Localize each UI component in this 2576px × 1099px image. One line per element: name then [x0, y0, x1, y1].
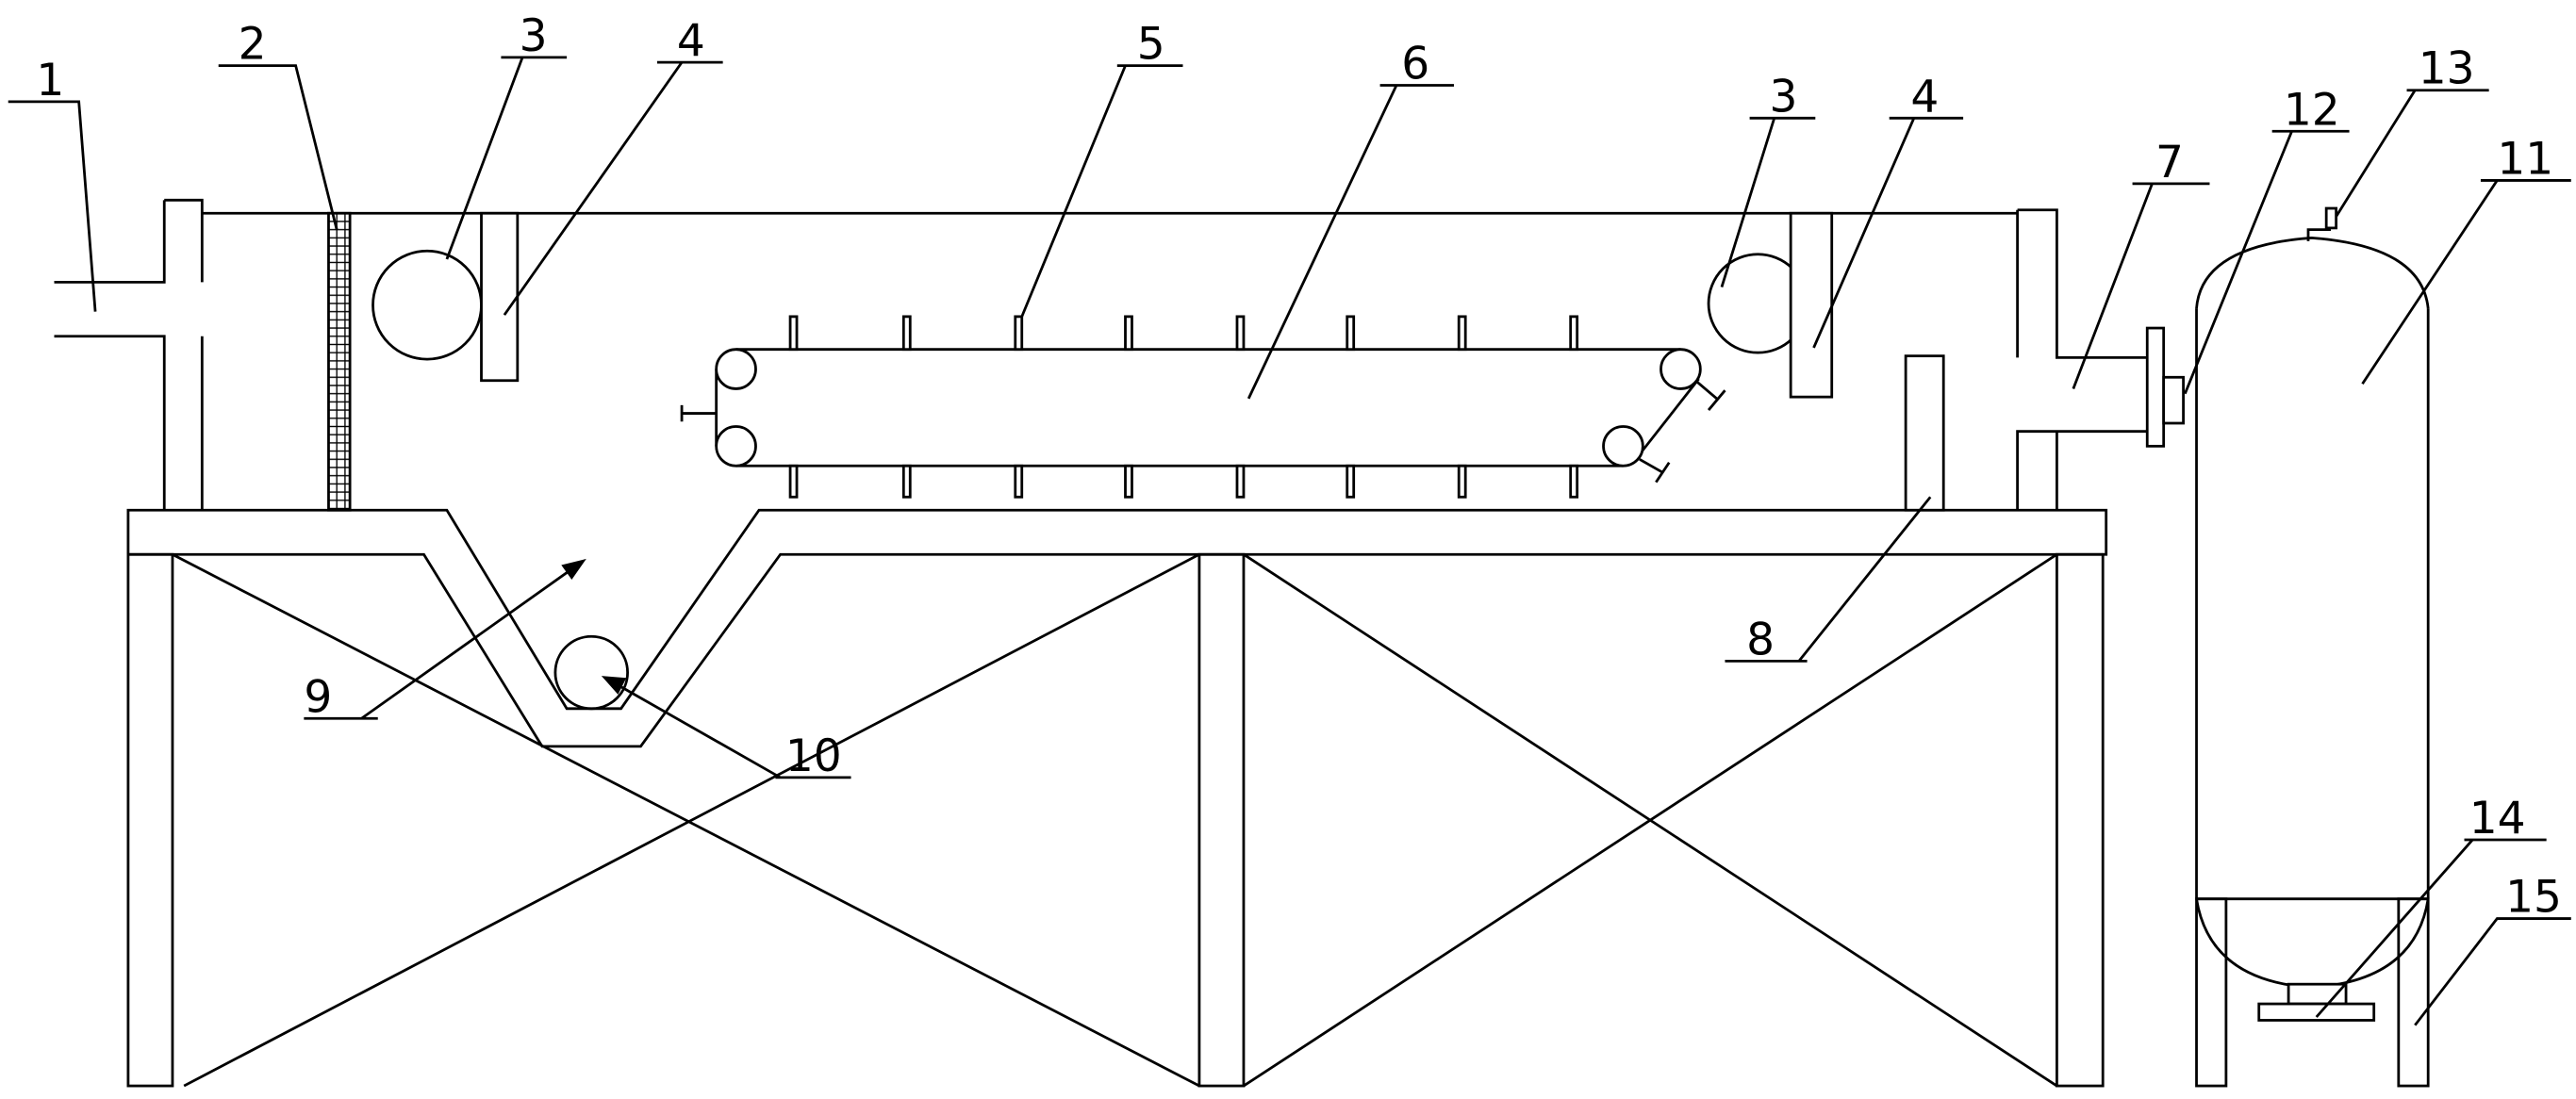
label-3-right: 3	[1770, 71, 1798, 123]
baffle-left	[480, 211, 520, 383]
label-3-left: 3	[520, 10, 548, 62]
outlet-pipe	[2016, 208, 2185, 511]
weir-plate	[1904, 354, 1945, 512]
label-9: 9	[304, 671, 332, 723]
flange-connector	[2162, 375, 2185, 425]
baffle-right	[1789, 211, 1834, 399]
platform-with-trough	[126, 508, 2108, 748]
label-13: 13	[2419, 43, 2475, 95]
trough-roller	[553, 634, 629, 711]
roller-left	[372, 249, 483, 361]
label-15: 15	[2505, 872, 2562, 924]
label-14: 14	[2469, 793, 2526, 845]
label-6: 6	[1401, 39, 1429, 90]
callouts	[8, 56, 2571, 1026]
support-frame	[126, 552, 2105, 1088]
conveyor-belt	[680, 315, 1726, 499]
label-4-right: 4	[1910, 71, 1939, 123]
collection-tank	[2195, 206, 2430, 1088]
label-12: 12	[2284, 84, 2340, 136]
label-11: 11	[2497, 133, 2553, 185]
label-8: 8	[1746, 614, 1775, 665]
label-7: 7	[2155, 137, 2184, 189]
label-2: 2	[239, 19, 267, 71]
belt-spikes	[788, 315, 1579, 499]
label-10: 10	[785, 730, 842, 782]
label-1: 1	[36, 55, 64, 107]
filter-screen	[327, 211, 352, 512]
label-5: 5	[1137, 19, 1165, 71]
inlet-pipe	[54, 198, 204, 511]
label-4-left: 4	[677, 15, 705, 67]
